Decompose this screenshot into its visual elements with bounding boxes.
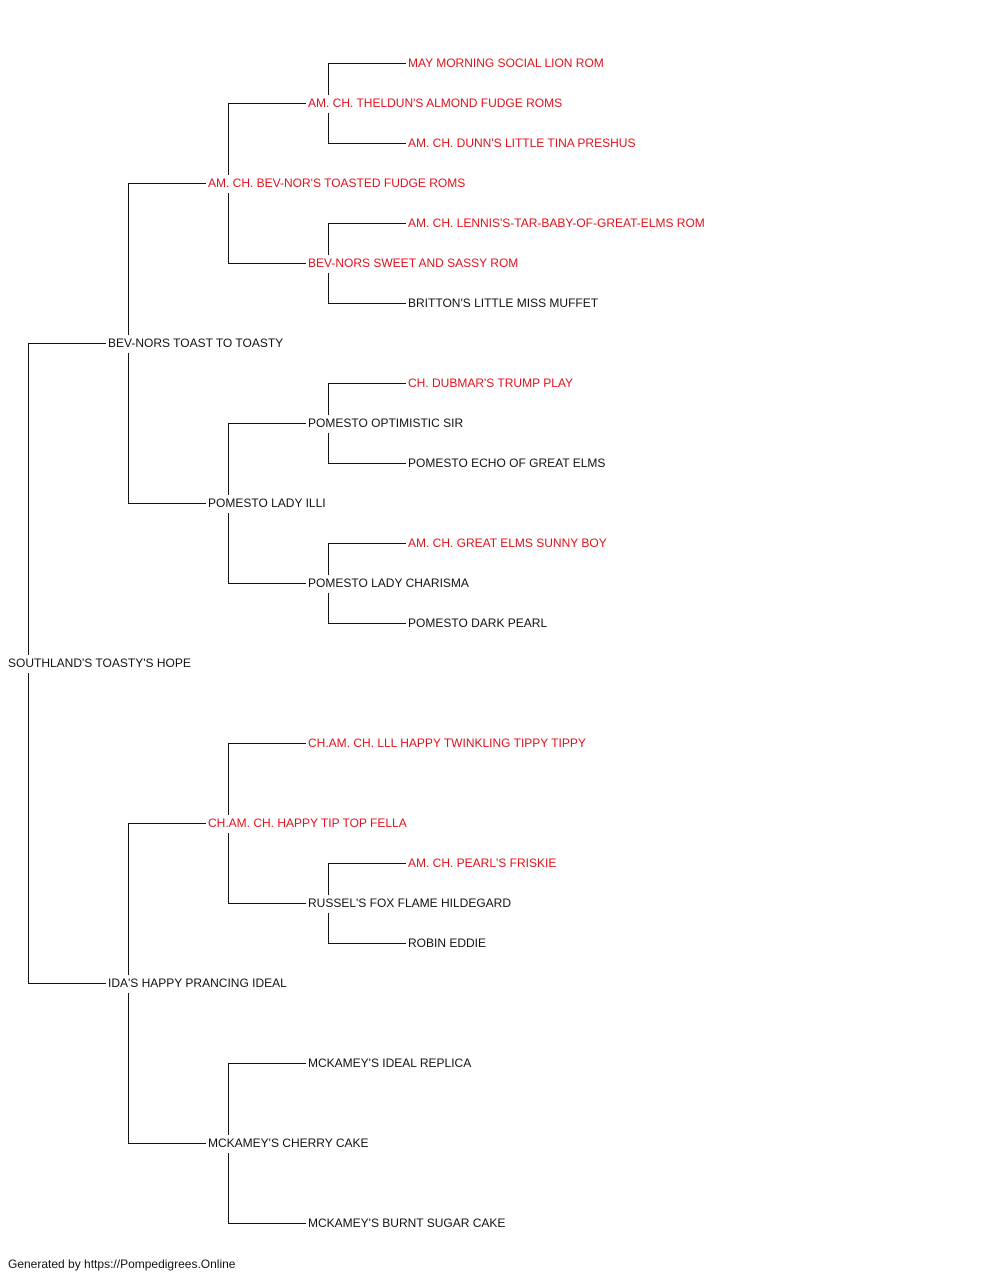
connector-horizontal bbox=[328, 383, 406, 384]
connector-horizontal bbox=[128, 823, 206, 824]
pedigree-name-dam: IDA'S HAPPY PRANCING IDEAL bbox=[108, 975, 287, 991]
pedigree-name-sire-sire-dam-dam: BRITTON'S LITTLE MISS MUFFET bbox=[408, 295, 599, 311]
pedigree-name-sire: BEV-NORS TOAST TO TOASTY bbox=[108, 335, 284, 351]
connector-horizontal bbox=[128, 503, 206, 504]
connector-horizontal bbox=[228, 903, 306, 904]
connector-vertical bbox=[328, 433, 329, 463]
connector-vertical bbox=[228, 1153, 229, 1223]
connector-vertical bbox=[28, 343, 29, 655]
pedigree-name-sire-dam-dam-dam: POMESTO DARK PEARL bbox=[408, 615, 548, 631]
pedigree-name-dam-sire: CH.AM. CH. HAPPY TIP TOP FELLA bbox=[208, 815, 407, 831]
pedigree-name-sire-sire-sire-dam: AM. CH. DUNN'S LITTLE TINA PRESHUS bbox=[408, 135, 636, 151]
pedigree-name-sire-dam: POMESTO LADY ILLI bbox=[208, 495, 326, 511]
connector-horizontal bbox=[228, 103, 306, 104]
connector-vertical bbox=[328, 593, 329, 623]
connector-vertical bbox=[228, 513, 229, 583]
connector-horizontal bbox=[228, 423, 306, 424]
connector-horizontal bbox=[228, 1063, 306, 1064]
connector-horizontal bbox=[328, 63, 406, 64]
pedigree-name-dam-sire-dam-dam: ROBIN EDDIE bbox=[408, 935, 487, 951]
connector-vertical bbox=[328, 863, 329, 895]
connector-vertical bbox=[228, 423, 229, 495]
connector-horizontal bbox=[228, 583, 306, 584]
connector-vertical bbox=[228, 103, 229, 175]
connector-vertical bbox=[328, 543, 329, 575]
pedigree-name-sire-dam-sire: POMESTO OPTIMISTIC SIR bbox=[308, 415, 464, 431]
connector-vertical bbox=[328, 223, 329, 255]
connector-horizontal bbox=[328, 303, 406, 304]
connector-horizontal bbox=[228, 743, 306, 744]
connector-vertical bbox=[128, 823, 129, 975]
connector-horizontal bbox=[328, 943, 406, 944]
pedigree-name-sire-dam-dam-sire: AM. CH. GREAT ELMS SUNNY BOY bbox=[408, 535, 607, 551]
pedigree-name-dam-sire-dam-sire: AM. CH. PEARL'S FRISKIE bbox=[408, 855, 557, 871]
connector-horizontal bbox=[328, 223, 406, 224]
connector-horizontal bbox=[228, 263, 306, 264]
pedigree-name-sire-dam-sire-sire: CH. DUBMAR'S TRUMP PLAY bbox=[408, 375, 573, 391]
pedigree-name-sire-dam-dam: POMESTO LADY CHARISMA bbox=[308, 575, 469, 591]
pedigree-name-dam-dam-dam: MCKAMEY'S BURNT SUGAR CAKE bbox=[308, 1215, 506, 1231]
pedigree-name-dam-sire-sire: CH.AM. CH. LLL HAPPY TWINKLING TIPPY TIP… bbox=[308, 735, 586, 751]
connector-vertical bbox=[128, 353, 129, 503]
connector-horizontal bbox=[28, 343, 106, 344]
pedigree-name-dam-dam: MCKAMEY'S CHERRY CAKE bbox=[208, 1135, 369, 1151]
connector-vertical bbox=[228, 743, 229, 815]
pedigree-name-sire-sire: AM. CH. BEV-NOR'S TOASTED FUDGE ROMS bbox=[208, 175, 466, 191]
connector-vertical bbox=[328, 383, 329, 415]
pedigree-name-sire-sire-sire: AM. CH. THELDUN'S ALMOND FUDGE ROMS bbox=[308, 95, 563, 111]
connector-vertical bbox=[28, 673, 29, 983]
connector-horizontal bbox=[128, 183, 206, 184]
connector-horizontal bbox=[328, 543, 406, 544]
connector-horizontal bbox=[328, 623, 406, 624]
connector-horizontal bbox=[28, 983, 106, 984]
connector-horizontal bbox=[128, 1143, 206, 1144]
pedigree-name-sire-dam-sire-dam: POMESTO ECHO OF GREAT ELMS bbox=[408, 455, 606, 471]
pedigree-name-sire-sire-dam: BEV-NORS SWEET AND SASSY ROM bbox=[308, 255, 519, 271]
connector-vertical bbox=[228, 1063, 229, 1135]
connector-horizontal bbox=[228, 1223, 306, 1224]
pedigree-name-dam-sire-dam: RUSSEL'S FOX FLAME HILDEGARD bbox=[308, 895, 512, 911]
pedigree-name-sire-sire-sire-sire: MAY MORNING SOCIAL LION ROM bbox=[408, 55, 604, 71]
connector-vertical bbox=[328, 273, 329, 303]
footer-credit: Generated by https://Pompedigrees.Online bbox=[8, 1257, 236, 1271]
pedigree-name-dam-dam-sire: MCKAMEY'S IDEAL REPLICA bbox=[308, 1055, 472, 1071]
connector-vertical bbox=[328, 913, 329, 943]
connector-vertical bbox=[128, 993, 129, 1143]
pedigree-name-subject: SOUTHLAND'S TOASTY'S HOPE bbox=[8, 655, 191, 671]
connector-vertical bbox=[328, 113, 329, 143]
connector-horizontal bbox=[328, 143, 406, 144]
connector-vertical bbox=[228, 193, 229, 263]
connector-vertical bbox=[328, 63, 329, 95]
connector-horizontal bbox=[328, 863, 406, 864]
connector-vertical bbox=[228, 833, 229, 903]
connector-horizontal bbox=[328, 463, 406, 464]
pedigree-name-sire-sire-dam-sire: AM. CH. LENNIS'S-TAR-BABY-OF-GREAT-ELMS … bbox=[408, 215, 705, 231]
connector-vertical bbox=[128, 183, 129, 335]
